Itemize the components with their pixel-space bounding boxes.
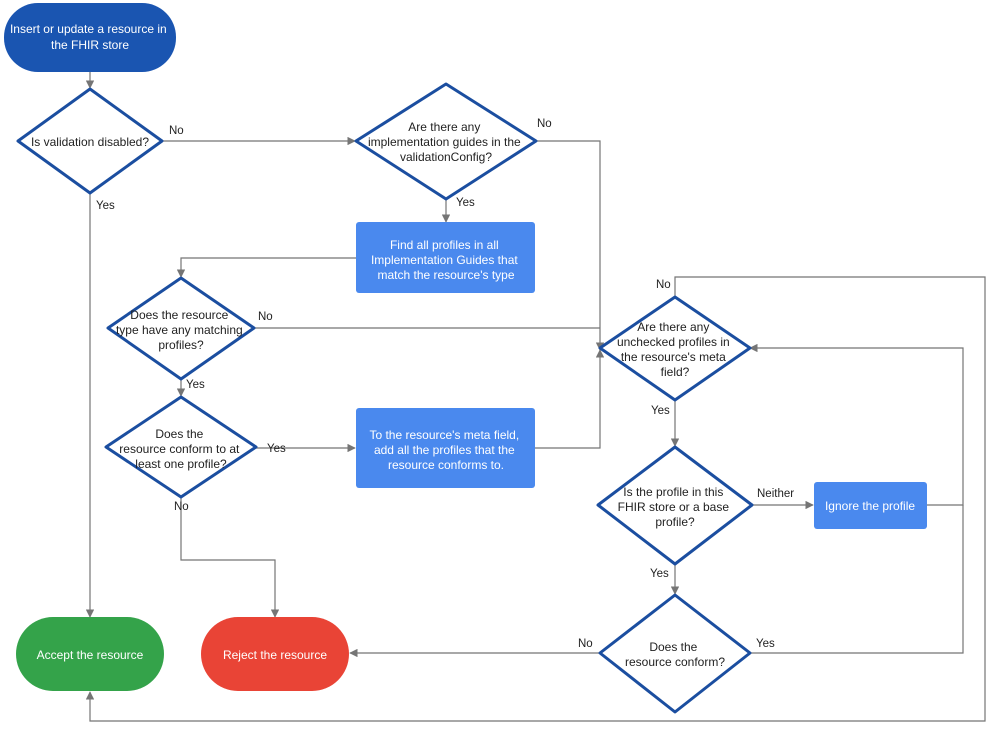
label-matching-yes: Yes [186,379,205,391]
profile-store-diamond [596,445,754,566]
start-shape [4,3,176,72]
node-resource-conform: Does the resource conform? [598,593,752,714]
label-profile-neither: Neither [757,488,794,500]
node-matching-profiles: Does the resource type have any matching… [106,276,256,381]
edges [85,72,986,722]
unchecked-text: Are there any unchecked profiles in the … [617,320,733,379]
label-matching-no: No [258,311,273,323]
matching-diamond [106,276,256,381]
edge-find-to-matching [176,257,356,278]
edge-ignore-to-unchecked [749,343,964,506]
node-reject: Reject the resource [201,617,349,691]
edge-resource-conform-yes [750,505,964,654]
node-conform-one: Does the resource conform to at least on… [104,395,258,499]
label-validation-yes: Yes [96,200,115,212]
add-profiles-box [356,408,535,488]
node-ignore-profile: Ignore the profile [814,482,927,529]
accept-text: Accept the resource [37,648,144,662]
ignore-profile-box [814,482,927,529]
unchecked-diamond [598,295,752,402]
add-profiles-text: To the resource's meta field, add all th… [369,428,522,472]
label-validation-no: No [169,125,184,137]
label-conform-one-yes: Yes [267,443,286,455]
node-find-profiles: Find all profiles in all Implementation … [356,222,535,293]
node-profile-store: Is the profile in this FHIR store or a b… [596,445,754,566]
find-profiles-box [356,222,535,293]
node-start: Insert or update a resource in the FHIR … [4,3,176,72]
start-text: Insert or update a resource in the FHIR … [10,22,170,52]
label-conform-one-no: No [174,501,189,513]
resource-conform-text: Does the resource conform? [625,640,725,669]
label-resource-conform-yes: Yes [756,638,775,650]
edge-unchecked-no [85,276,986,722]
edge-impl-no [536,140,605,351]
label-resource-conform-no: No [578,638,593,650]
conform-one-diamond [104,395,258,499]
node-accept: Accept the resource [16,617,164,691]
node-unchecked-profiles: Are there any unchecked profiles in the … [598,295,752,402]
impl-text: Are there any implementation guides in t… [368,120,524,164]
node-impl-guides: Are there any implementation guides in t… [354,82,538,201]
validation-diamond [16,87,164,195]
label-impl-no: No [537,118,552,130]
validation-text: Is validation disabled? [31,135,149,149]
profile-store-text: Is the profile in this FHIR store or a b… [618,485,733,529]
label-profile-yes: Yes [650,568,669,580]
resource-conform-diamond [598,593,752,714]
reject-shape [201,617,349,691]
label-unchecked-no: No [656,279,671,291]
node-validation-disabled: Is validation disabled? [16,87,164,195]
node-add-profiles: To the resource's meta field, add all th… [356,408,535,488]
conform-one-text: Does the resource conform to at least on… [119,427,242,471]
impl-diamond [354,82,538,201]
ignore-profile-text: Ignore the profile [825,499,915,513]
matching-text: Does the resource type have any matching… [116,308,246,352]
label-unchecked-yes: Yes [651,405,670,417]
find-profiles-text: Find all profiles in all Implementation … [371,238,521,282]
edge-labels: No Yes No Yes No Yes Yes No No Yes Neith… [96,118,794,650]
label-impl-yes: Yes [456,197,475,209]
accept-shape [16,617,164,691]
reject-text: Reject the resource [223,648,327,662]
edge-conform-one-no [180,497,280,618]
edge-add-to-unchecked [535,349,605,449]
